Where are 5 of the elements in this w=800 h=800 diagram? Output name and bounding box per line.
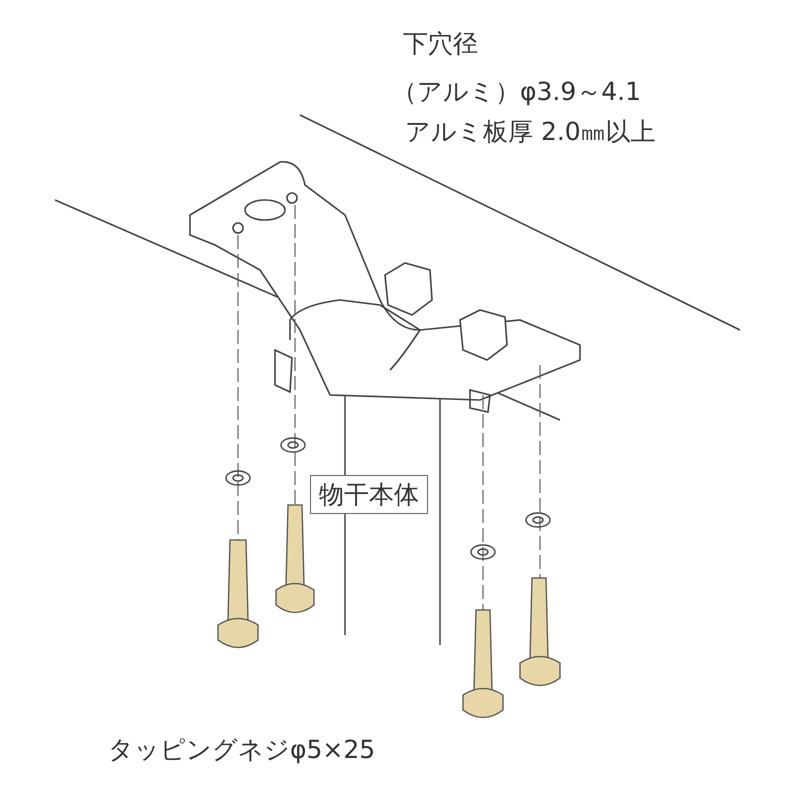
annotation-text: （アルミ）φ3.9～4.1 xyxy=(392,76,642,108)
annotation-text: アルミ板厚 2.0㎜以上 xyxy=(405,116,656,148)
label-box: 物干本体 xyxy=(310,475,428,514)
annotation-text: 下穴径 xyxy=(403,28,478,60)
annotation-text: タッピングネジφ5×25 xyxy=(108,734,376,766)
